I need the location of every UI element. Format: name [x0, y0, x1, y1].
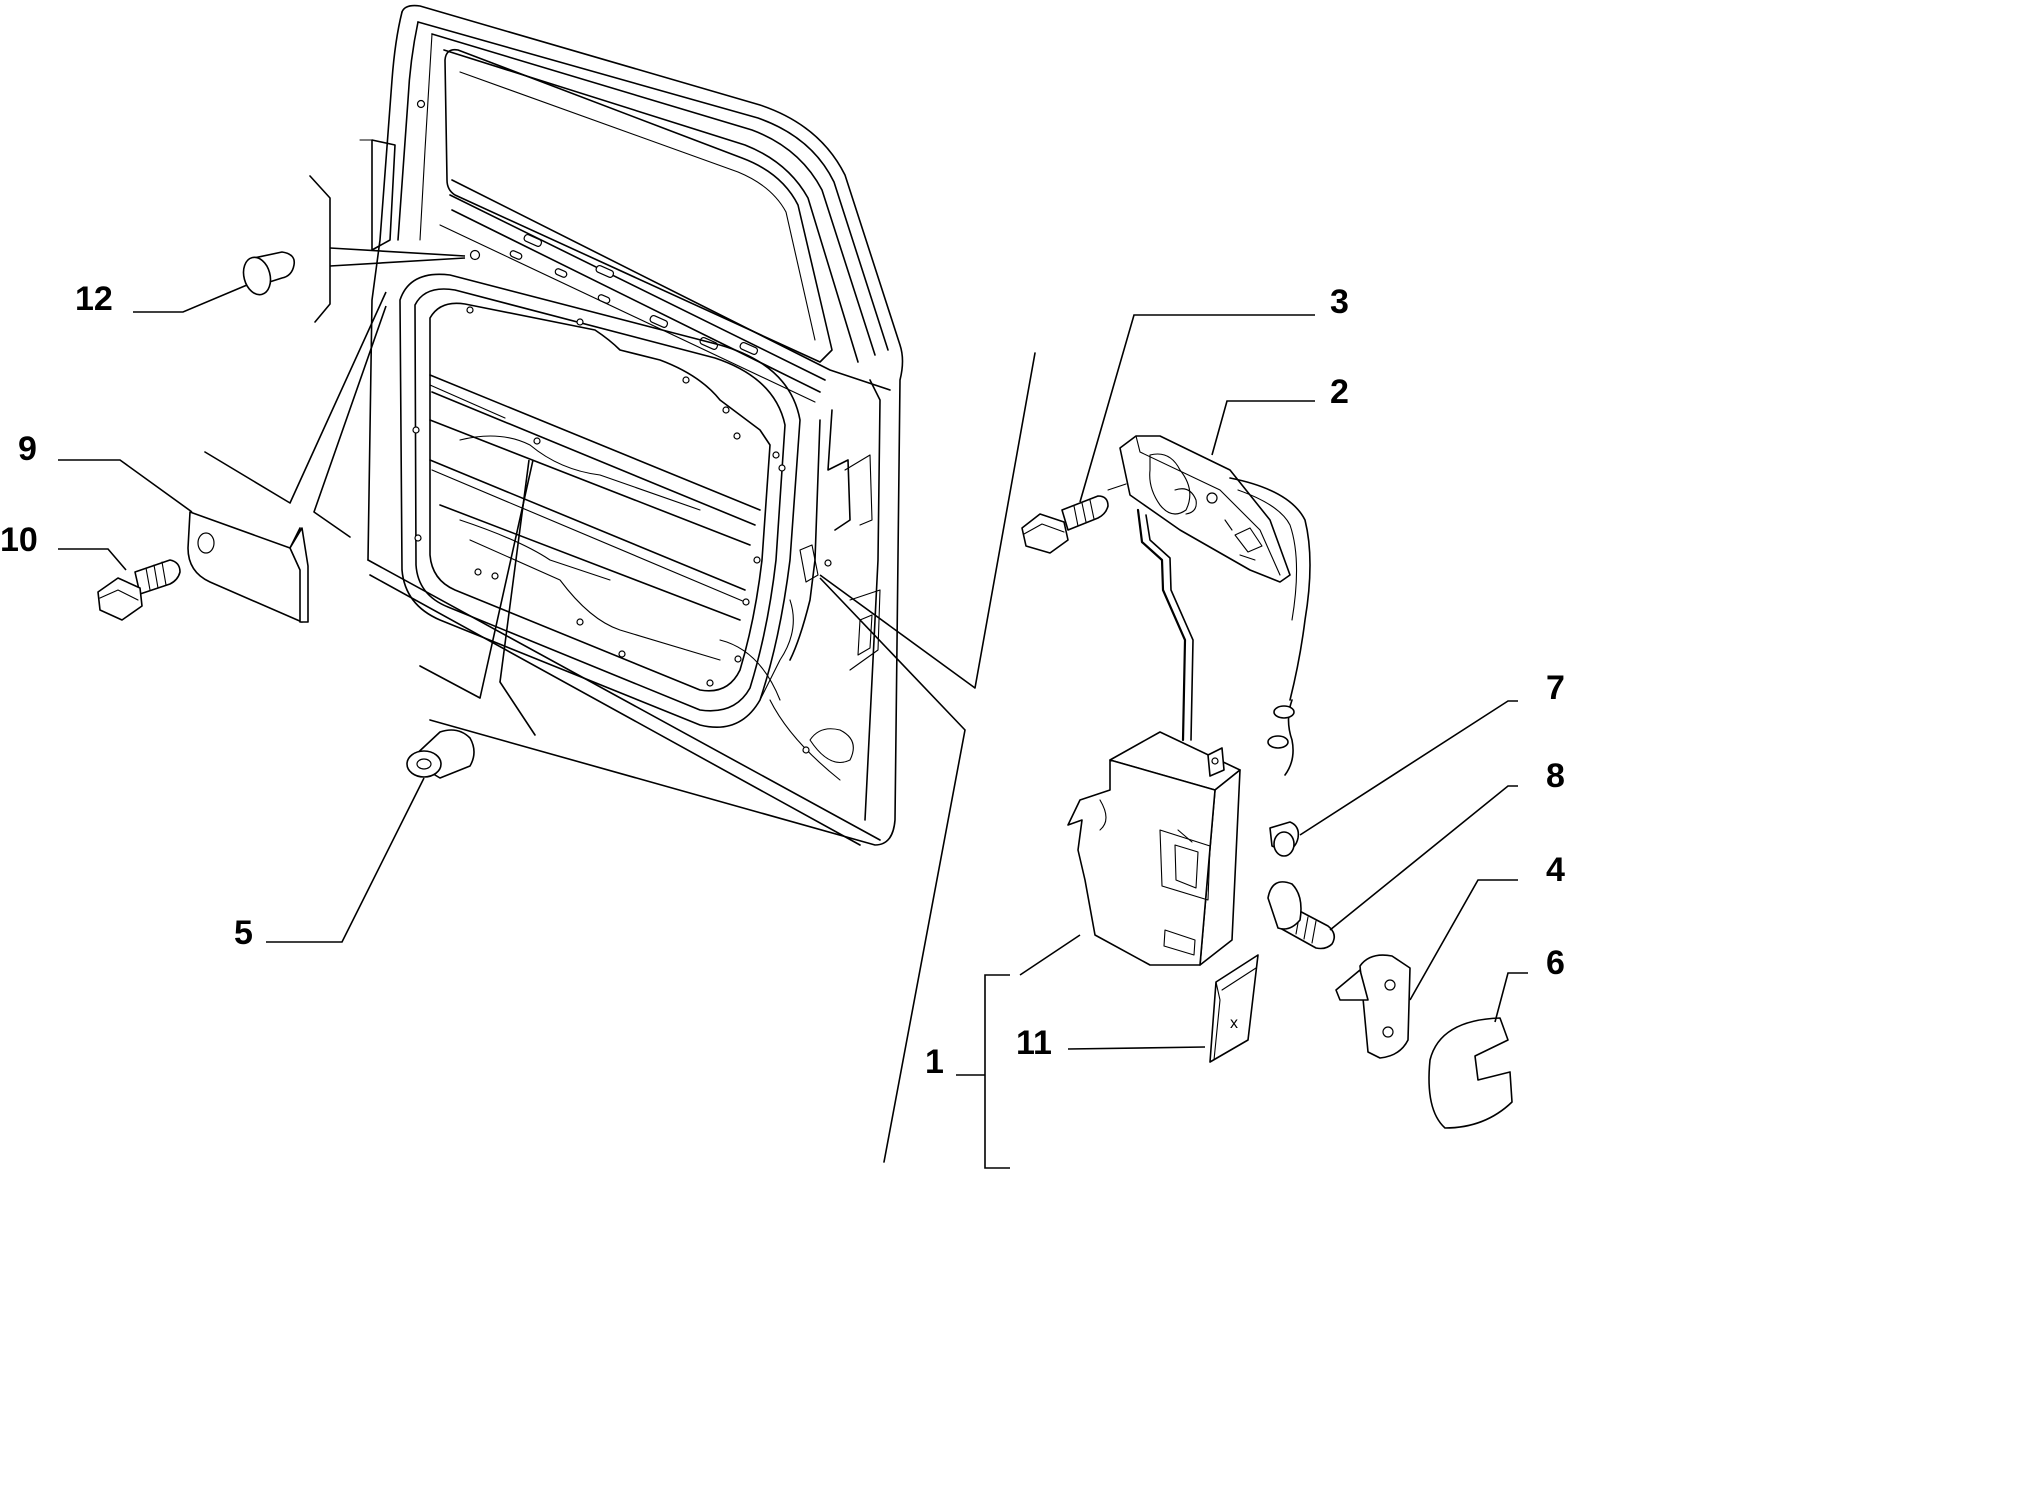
callout-7: 7 — [1546, 669, 1565, 707]
plate-mark: x — [1230, 1015, 1238, 1032]
callout-8: 8 — [1546, 757, 1565, 795]
bolt-part-10 — [97, 559, 181, 621]
callout-2: 2 — [1330, 373, 1349, 411]
leader-lines — [58, 247, 1528, 1169]
door-lock-exploded-diagram: x — [0, 4, 1565, 1169]
callout-4: 4 — [1546, 851, 1565, 889]
bumper-part-5 — [406, 729, 475, 779]
shim-part-6 — [1428, 1017, 1513, 1129]
callout-10: 10 — [0, 521, 38, 559]
callout-11: 11 — [1016, 1024, 1052, 1062]
section-lines — [204, 175, 1036, 1163]
striker-part-4 — [1335, 954, 1411, 1059]
plate-part-11: x — [1209, 954, 1259, 1063]
plug-part-7 — [1269, 821, 1300, 857]
bolt-part-3 — [1021, 477, 1139, 554]
callout-6: 6 — [1546, 944, 1565, 982]
mechanism-part-2 — [1119, 435, 1311, 776]
plug-part-12 — [242, 251, 296, 296]
door-shell — [359, 4, 904, 846]
callout-5: 5 — [234, 914, 253, 952]
callout-12: 12 — [75, 280, 113, 318]
callout-3: 3 — [1330, 283, 1349, 321]
callout-labels: 1 2 3 4 5 6 7 8 9 10 11 12 — [0, 280, 1565, 1081]
bracket-part-9 — [187, 511, 309, 623]
callout-1: 1 — [925, 1043, 944, 1081]
bolt-part-8 — [1267, 881, 1336, 950]
lock-body-part-1 — [1067, 731, 1241, 966]
callout-9: 9 — [18, 430, 37, 468]
